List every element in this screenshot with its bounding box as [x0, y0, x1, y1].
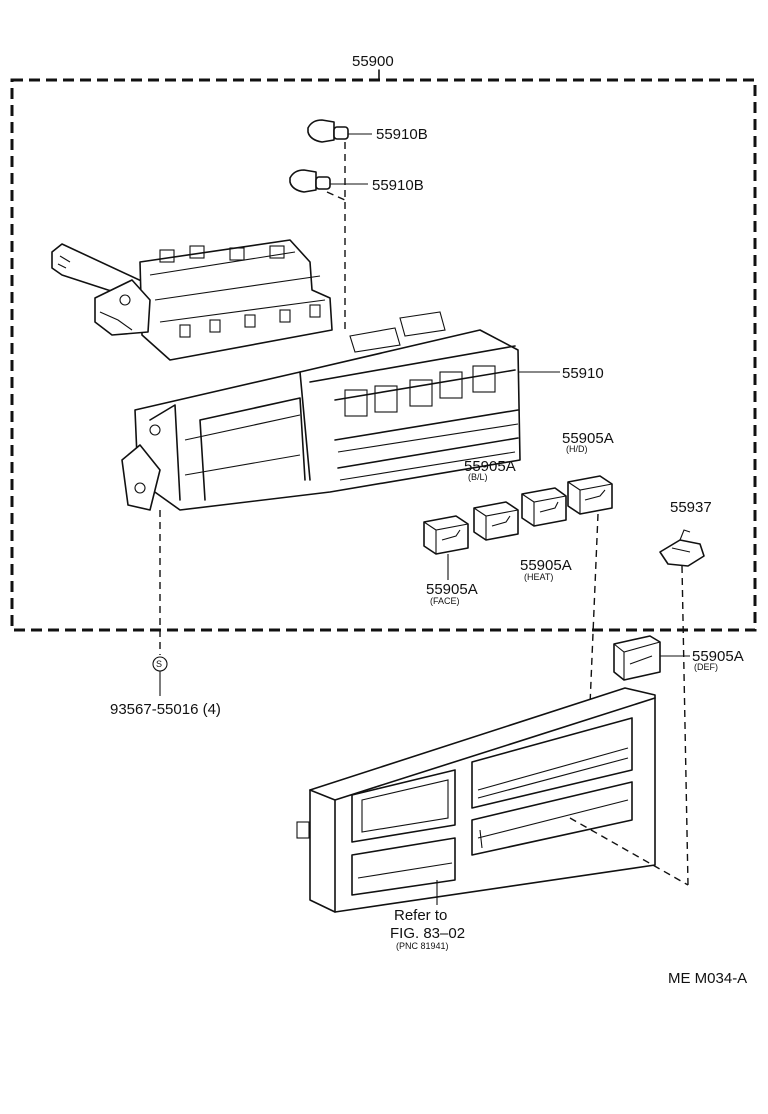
label-knob-def-sub: (DEF)	[694, 662, 718, 672]
clip-55937	[659, 529, 705, 886]
label-knob-face: 55905A	[426, 581, 478, 598]
knob-face	[423, 515, 469, 580]
label-clip: 55937	[670, 499, 712, 516]
assembly-frame	[10, 69, 757, 632]
screw-callout	[152, 510, 168, 696]
knob-bl	[473, 501, 519, 541]
bulb-upper	[307, 119, 372, 330]
label-refer-2: FIG. 83–02	[390, 925, 465, 942]
label-knob-hd: 55905A	[562, 430, 614, 447]
label-knob-heat-sub: (HEAT)	[524, 572, 553, 582]
knob-hd	[567, 475, 613, 706]
label-refer-3: (PNC 81941)	[396, 941, 449, 951]
label-bulb-lower: 55910B	[372, 177, 424, 194]
label-control: 55910	[562, 365, 604, 382]
label-knob-def: 55905A	[692, 648, 744, 665]
label-knob-bl-sub: (B/L)	[468, 472, 488, 482]
diagram-labels: 55900 55910B 55910B 55910 55905A (H/D) 5…	[110, 53, 747, 987]
label-knob-heat: 55905A	[520, 557, 572, 574]
control-unit-55910	[51, 239, 560, 511]
label-knob-bl: 55905A	[464, 458, 516, 475]
label-bulb-upper: 55910B	[376, 126, 428, 143]
label-refer-1: Refer to	[394, 907, 447, 924]
label-screw: 93567-55016 (4)	[110, 701, 221, 718]
knob-def	[613, 635, 690, 681]
bulb-lower	[289, 169, 368, 201]
screw-symbol: S	[156, 659, 162, 669]
label-knob-hd-sub: (H/D)	[566, 444, 588, 454]
bezel-panel	[296, 687, 689, 913]
label-knob-face-sub: (FACE)	[430, 596, 460, 606]
knob-heat	[521, 487, 567, 527]
figure-code: ME M034-A	[668, 970, 747, 987]
label-assembly: 55900	[352, 53, 394, 70]
